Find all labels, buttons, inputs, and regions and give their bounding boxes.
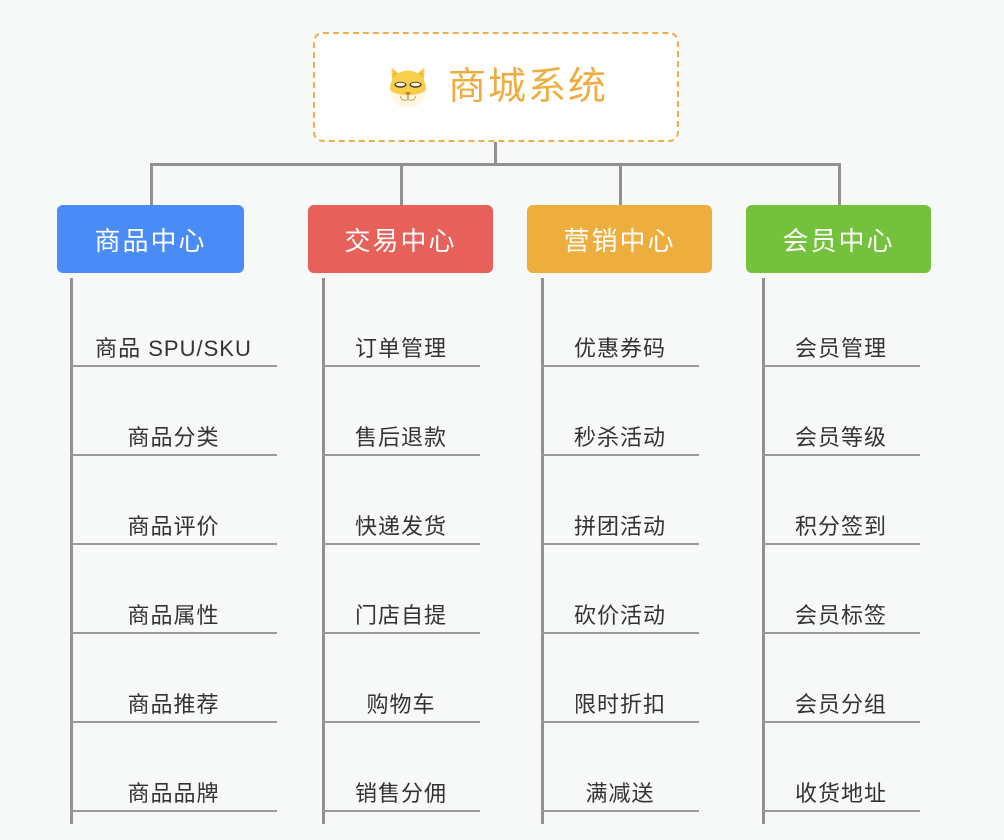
leaf-column-member-center: 会员管理 会员等级 积分签到 会员标签 会员分组 收货地址 — [762, 278, 920, 824]
leaf-spine — [322, 278, 325, 824]
connector-drop-1 — [150, 163, 153, 205]
category-box-trade-center[interactable]: 交易中心 — [308, 205, 493, 273]
leaf-label: 快递发货 — [354, 513, 447, 539]
leaf-item[interactable]: 砍价活动 — [541, 545, 699, 634]
category-title: 营销中心 — [563, 225, 676, 256]
category-title: 交易中心 — [344, 225, 457, 256]
leaf-label: 商品 SPU/SKU — [95, 335, 252, 361]
shiba-dog-icon — [389, 67, 426, 108]
leaf-column-trade-center: 订单管理 售后退款 快递发货 门店自提 购物车 销售分佣 — [322, 278, 480, 824]
leaf-label: 商品评价 — [127, 513, 220, 539]
leaf-label: 会员管理 — [794, 335, 887, 361]
leaf-label: 限时折扣 — [573, 691, 666, 717]
leaf-item[interactable]: 会员管理 — [762, 278, 920, 367]
leaf-item[interactable]: 售后退款 — [322, 367, 480, 456]
leaf-column-marketing-center: 优惠券码 秒杀活动 拼团活动 砍价活动 限时折扣 满减送 — [541, 278, 699, 824]
leaf-label: 购物车 — [366, 691, 436, 717]
leaf-item[interactable]: 快递发货 — [322, 456, 480, 545]
leaf-item[interactable]: 会员分组 — [762, 634, 920, 723]
leaf-item[interactable]: 订单管理 — [322, 278, 480, 367]
connector-drop-3 — [619, 163, 622, 205]
leaf-item[interactable]: 商品推荐 — [70, 634, 277, 723]
leaf-item[interactable]: 门店自提 — [322, 545, 480, 634]
leaf-label: 收货地址 — [794, 780, 887, 806]
leaf-label: 拼团活动 — [573, 513, 666, 539]
leaf-label: 会员等级 — [794, 424, 887, 450]
leaf-label: 会员标签 — [794, 602, 887, 628]
leaf-spine — [70, 278, 73, 824]
leaf-label: 商品分类 — [127, 424, 220, 450]
leaf-item[interactable]: 销售分佣 — [322, 723, 480, 812]
leaf-label: 商品品牌 — [127, 780, 220, 806]
leaf-label: 售后退款 — [354, 424, 447, 450]
category-title: 会员中心 — [782, 225, 895, 256]
leaf-item[interactable]: 商品品牌 — [70, 723, 277, 812]
category-box-member-center[interactable]: 会员中心 — [746, 205, 931, 273]
leaf-item[interactable]: 拼团活动 — [541, 456, 699, 545]
leaf-label: 优惠券码 — [573, 335, 666, 361]
leaf-label: 门店自提 — [354, 602, 447, 628]
leaf-spine — [541, 278, 544, 824]
leaf-item[interactable]: 商品分类 — [70, 367, 277, 456]
leaf-item[interactable]: 优惠券码 — [541, 278, 699, 367]
leaf-label: 满减送 — [585, 780, 655, 806]
root-title: 商城系统 — [447, 66, 608, 108]
leaf-label: 商品推荐 — [127, 691, 220, 717]
leaf-item[interactable]: 限时折扣 — [541, 634, 699, 723]
leaf-column-product-center: 商品 SPU/SKU 商品分类 商品评价 商品属性 商品推荐 商品品牌 — [70, 278, 277, 824]
leaf-item[interactable]: 秒杀活动 — [541, 367, 699, 456]
leaf-item[interactable]: 收货地址 — [762, 723, 920, 812]
leaf-item[interactable]: 商品评价 — [70, 456, 277, 545]
leaf-label: 积分签到 — [794, 513, 887, 539]
leaf-label: 砍价活动 — [573, 602, 666, 628]
leaf-item[interactable]: 购物车 — [322, 634, 480, 723]
connector-drop-4 — [838, 163, 841, 205]
leaf-item[interactable]: 会员等级 — [762, 367, 920, 456]
category-title: 商品中心 — [94, 225, 207, 256]
leaf-label: 商品属性 — [127, 602, 220, 628]
leaf-label: 销售分佣 — [354, 780, 447, 806]
leaf-label: 秒杀活动 — [573, 424, 666, 450]
root-node: 商城系统 — [313, 32, 679, 142]
leaf-item[interactable]: 会员标签 — [762, 545, 920, 634]
leaf-item[interactable]: 满减送 — [541, 723, 699, 812]
connector-drop-2 — [400, 163, 403, 205]
connector-horizontal-bus — [150, 163, 840, 166]
leaf-label: 订单管理 — [354, 335, 447, 361]
category-box-product-center[interactable]: 商品中心 — [57, 205, 244, 273]
connector-root-stem — [494, 142, 497, 164]
category-box-marketing-center[interactable]: 营销中心 — [527, 205, 712, 273]
leaf-item[interactable]: 积分签到 — [762, 456, 920, 545]
leaf-item[interactable]: 商品 SPU/SKU — [70, 278, 277, 367]
leaf-spine — [762, 278, 765, 824]
leaf-label: 会员分组 — [794, 691, 887, 717]
leaf-item[interactable]: 商品属性 — [70, 545, 277, 634]
